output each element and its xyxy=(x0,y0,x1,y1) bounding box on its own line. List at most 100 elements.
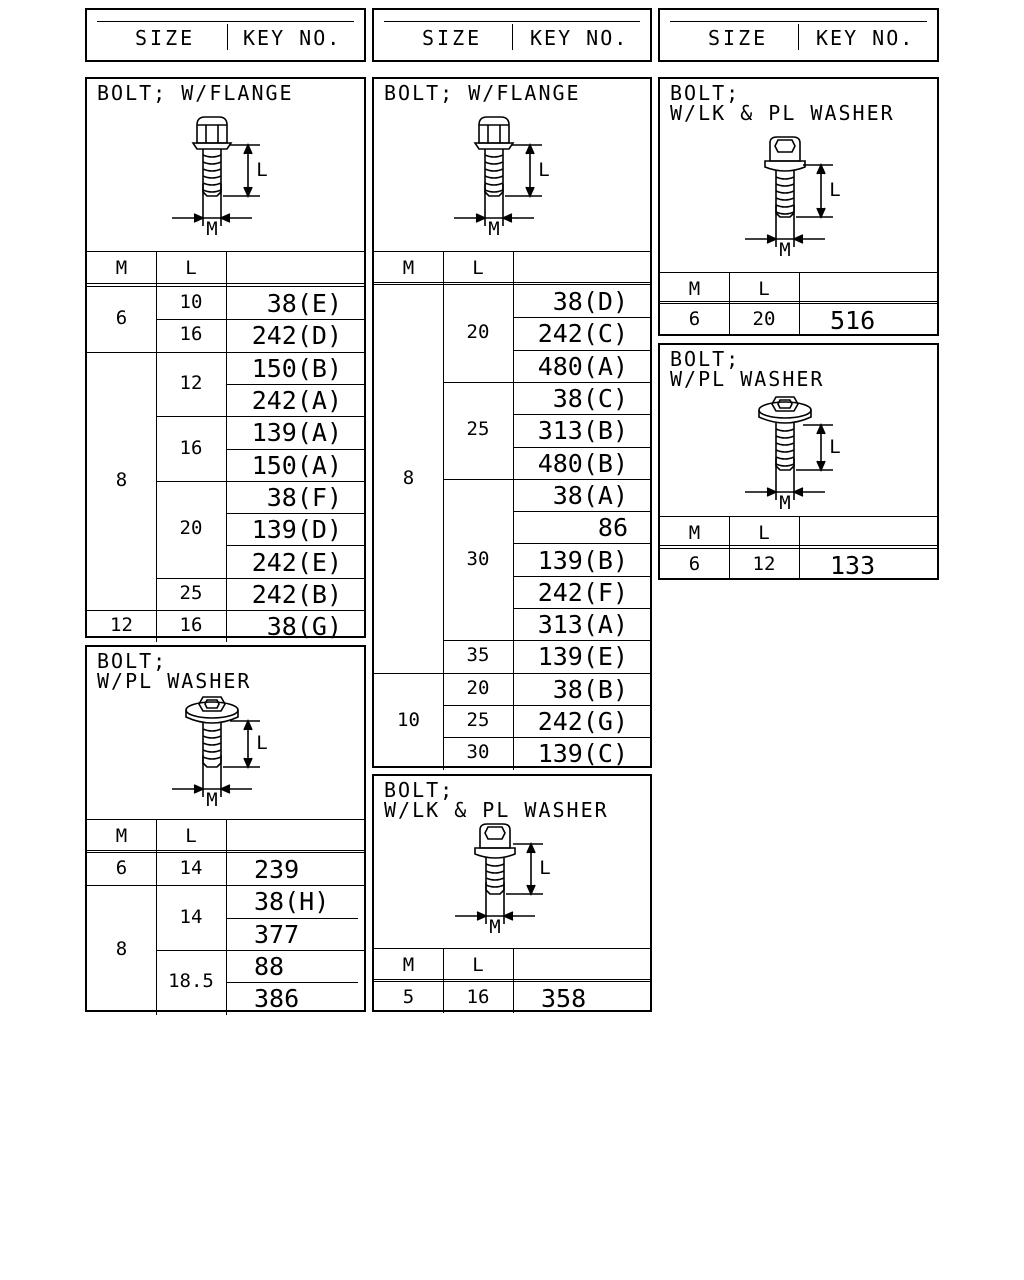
row-rule xyxy=(513,575,650,577)
cell-key-no: 242(C) xyxy=(537,319,628,349)
table-header-rule xyxy=(660,301,937,302)
cell-l-value: 16 xyxy=(466,985,490,1008)
cell-key-no: 38(G) xyxy=(266,612,342,642)
cell-l-value: 20 xyxy=(752,307,776,330)
cell-m-value: 6 xyxy=(688,552,701,575)
column-header-m: M xyxy=(402,954,415,976)
column-header-l: L xyxy=(472,954,484,976)
panel-title: BOLT; W/FLANGE xyxy=(97,81,294,105)
key-no-label: KEY NO. xyxy=(530,26,629,50)
column-header-m: M xyxy=(688,278,701,300)
bolt-lk-pl-washer-icon xyxy=(745,136,833,247)
row-rule xyxy=(226,448,364,450)
cell-key-no: 150(A) xyxy=(251,450,342,480)
cell-key-no: 139(C) xyxy=(537,739,628,769)
bolt-diagram xyxy=(455,823,543,924)
header-rule xyxy=(670,21,927,22)
column-header-l: L xyxy=(185,257,197,279)
bolt-diagram xyxy=(745,136,833,247)
bolt-diagram xyxy=(745,396,833,500)
column-divider xyxy=(156,251,157,643)
row-rule xyxy=(226,610,364,611)
column-header-m: M xyxy=(115,257,128,279)
column-header-l: L xyxy=(185,825,197,847)
table-header-rule xyxy=(374,981,650,982)
dimension-m-label: M xyxy=(779,492,791,514)
column-divider xyxy=(443,948,444,1013)
size-label: SIZE xyxy=(708,26,769,50)
row-rule xyxy=(513,640,650,642)
table-header-rule xyxy=(374,284,650,285)
row-rule xyxy=(226,319,364,321)
cell-key-no: 516 xyxy=(830,305,876,335)
cell-key-no: 38(A) xyxy=(552,480,628,510)
cell-key-no: 313(B) xyxy=(537,416,628,446)
header-rule xyxy=(97,21,354,22)
bolt-pl-washer-icon xyxy=(745,396,833,500)
panel-title: BOLT; W/LK & PL WASHER xyxy=(384,778,609,822)
dimension-l-label: L xyxy=(829,179,841,201)
cell-m-value: 10 xyxy=(397,709,420,732)
cell-m-value: 5 xyxy=(402,985,415,1008)
cell-m-value: 6 xyxy=(115,857,128,880)
dimension-l-label: L xyxy=(256,732,268,754)
bolt-diagram xyxy=(172,116,260,226)
cell-key-no: 242(B) xyxy=(251,579,342,609)
cell-key-no: 38(D) xyxy=(552,287,628,317)
cell-key-no: 139(E) xyxy=(537,642,628,672)
row-rule xyxy=(226,383,364,385)
size-label: SIZE xyxy=(422,26,483,50)
bolt-pl-washer-icon xyxy=(172,696,260,797)
cell-key-no: 242(E) xyxy=(251,547,342,577)
cell-l-value: 30 xyxy=(466,547,490,570)
cell-l-value: 14 xyxy=(179,857,203,880)
dimension-m-label: M xyxy=(489,916,501,938)
row-rule xyxy=(513,381,650,383)
column-divider xyxy=(729,516,730,580)
header-divider xyxy=(227,24,228,50)
table-header-rule xyxy=(87,850,364,851)
cell-l-value: 12 xyxy=(752,552,776,575)
cell-l-value: 20 xyxy=(466,676,490,699)
cell-key-no: 88 xyxy=(254,952,285,982)
row-rule xyxy=(513,317,650,319)
cell-m-value: 8 xyxy=(115,468,128,491)
header-divider xyxy=(798,24,799,50)
cell-l-value: 25 xyxy=(179,581,203,604)
row-rule xyxy=(226,513,364,515)
cell-l-value: 16 xyxy=(179,436,203,459)
table-header-rule xyxy=(660,545,937,546)
table-header-rule xyxy=(660,548,937,549)
dimension-m-label: M xyxy=(488,218,500,240)
column-divider xyxy=(729,272,730,335)
row-rule xyxy=(226,917,358,919)
table-header-rule xyxy=(374,282,650,283)
dimension-l-label: L xyxy=(256,158,268,181)
column-header-m: M xyxy=(115,825,128,847)
cell-l-value: 25 xyxy=(466,709,490,732)
panel-title: BOLT; W/FLANGE xyxy=(384,81,581,105)
bolt-flange-icon xyxy=(172,116,260,226)
cell-key-no: 38(F) xyxy=(266,482,342,512)
row-rule xyxy=(513,608,650,609)
cell-m-value: 6 xyxy=(115,307,128,330)
column-divider xyxy=(226,819,227,1015)
cell-key-no: 38(B) xyxy=(552,674,628,704)
row-rule xyxy=(513,478,650,480)
header-divider xyxy=(512,24,513,50)
row-rule xyxy=(513,737,650,739)
row-rule xyxy=(226,949,358,951)
cell-l-value: 20 xyxy=(466,321,490,344)
column-divider xyxy=(226,251,227,643)
row-rule xyxy=(226,351,364,353)
column-divider xyxy=(799,272,800,335)
cell-l-value: 18.5 xyxy=(168,970,214,993)
row-rule xyxy=(226,480,364,482)
table-top-rule xyxy=(87,251,364,252)
cell-l-value: 35 xyxy=(466,644,490,667)
row-rule xyxy=(226,982,358,984)
table-header-rule xyxy=(87,852,364,853)
table-header-rule xyxy=(87,283,364,284)
